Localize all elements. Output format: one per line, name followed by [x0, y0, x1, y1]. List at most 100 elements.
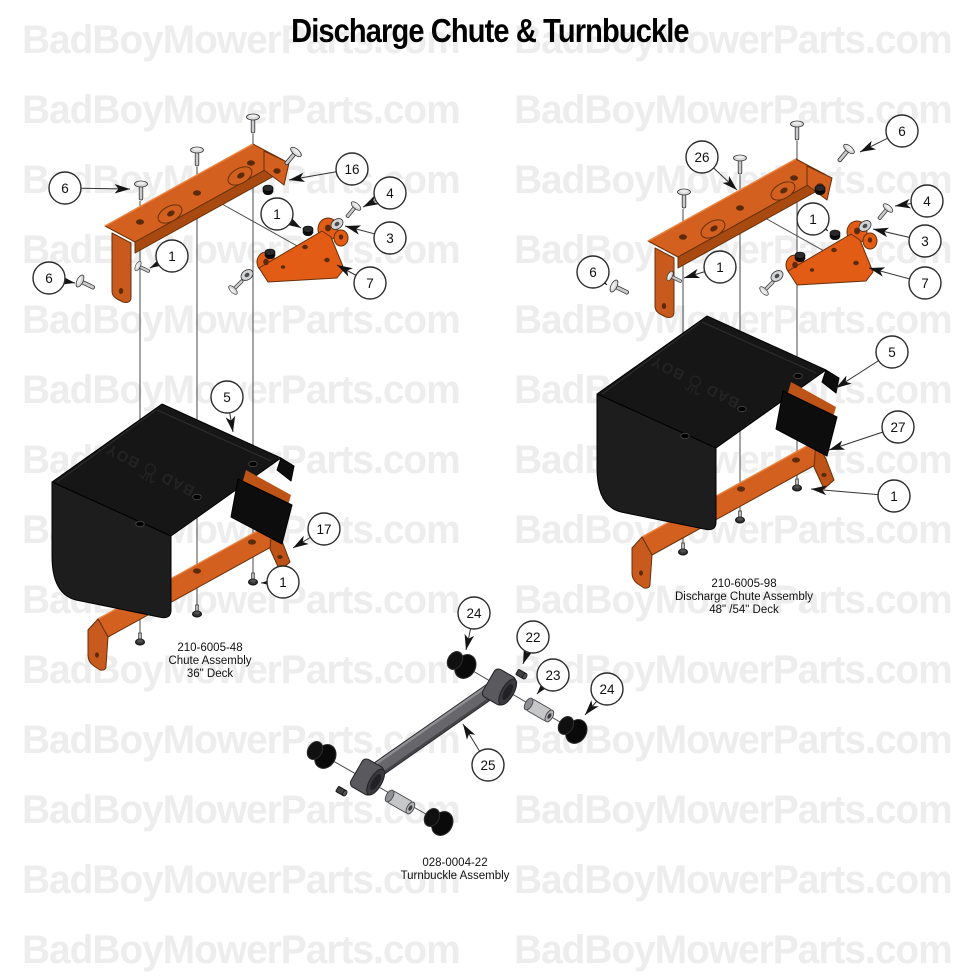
assembly-label-chute-36: Chute Assembly	[168, 655, 251, 667]
watermark-text: BadBoyMowerParts.com	[22, 928, 461, 972]
callout-number: 6	[45, 271, 53, 286]
callout-number: 3	[386, 231, 394, 246]
callout-circle	[373, 221, 407, 255]
callout-7: 7	[868, 266, 942, 300]
callout-circle	[590, 672, 624, 706]
callout-26: 26	[685, 140, 738, 191]
callout-16: 16	[288, 152, 369, 186]
callout-5: 5	[835, 335, 909, 389]
callout-number: 7	[366, 276, 374, 291]
assembly-label-chute-48-54: Discharge Chute Assembly	[675, 591, 813, 603]
callout-number: 6	[589, 265, 597, 280]
watermark-text: BadBoyMowerParts.com	[22, 18, 461, 62]
assembly-label-turnbuckle: 028-0004-22	[422, 857, 487, 869]
callout-number: 7	[921, 276, 929, 291]
callout-circle	[353, 266, 387, 300]
callout-circle	[457, 596, 491, 630]
callout-6: 6	[48, 171, 131, 205]
callout-number: 1	[168, 249, 176, 264]
watermark-text: BadBoyMowerParts.com	[514, 928, 953, 972]
callout-number: 27	[890, 420, 905, 435]
callout-4: 4	[362, 176, 407, 210]
callout-number: 1	[809, 212, 817, 227]
callout-3: 3	[872, 224, 942, 258]
callout-number: 4	[386, 186, 394, 201]
callout-number: 4	[923, 194, 931, 209]
callout-circle	[516, 620, 550, 654]
callout-number: 24	[466, 606, 482, 621]
callout-number: 1	[273, 207, 281, 222]
assembly-label-chute-36: 36" Deck	[187, 668, 234, 680]
watermark-text: BadBoyMowerParts.com	[514, 438, 953, 482]
callout-number: 6	[61, 181, 69, 196]
page-title: Discharge Chute & Turnbuckle	[291, 12, 689, 49]
callout-1: 1	[260, 197, 302, 231]
callout-circle	[335, 152, 369, 186]
callout-number: 1	[890, 489, 898, 504]
callout-circle	[877, 479, 911, 513]
callout-24: 24	[584, 672, 624, 716]
assembly-label-chute-48-54: 48" /54" Deck	[709, 604, 779, 616]
callout-number: 23	[545, 668, 560, 683]
callout-23: 23	[536, 658, 570, 695]
callout-5: 5	[210, 380, 244, 433]
callout-25: 25	[462, 723, 505, 782]
watermark-text: BadBoyMowerParts.com	[514, 648, 953, 692]
callout-1: 1	[683, 250, 737, 284]
callout-circle	[471, 748, 505, 782]
callout-number: 17	[316, 522, 331, 537]
assembly-chute-48-54	[596, 120, 895, 589]
callout-1: 1	[796, 202, 830, 236]
callout-circle	[875, 335, 909, 369]
callout-number: 16	[344, 162, 359, 177]
callout-circle	[155, 239, 189, 273]
callout-circle	[703, 250, 737, 284]
assembly-chute-36	[51, 113, 363, 671]
callout-circle	[307, 512, 341, 546]
callout-24: 24	[457, 596, 491, 651]
callout-number: 6	[898, 124, 906, 139]
callout-number: 22	[525, 630, 540, 645]
callout-number: 3	[921, 234, 929, 249]
watermark-text: BadBoyMowerParts.com	[514, 788, 953, 832]
watermark-text: BadBoyMowerParts.com	[514, 88, 953, 132]
callout-number: 26	[694, 150, 709, 165]
watermark-text: BadBoyMowerParts.com	[514, 578, 953, 622]
callout-circle	[885, 114, 919, 148]
watermark-text: BadBoyMowerParts.com	[514, 18, 953, 62]
callout-6: 6	[576, 255, 610, 289]
callout-circle	[908, 266, 942, 300]
callout-circle	[685, 140, 719, 174]
callout-circle	[210, 380, 244, 414]
callout-1: 1	[149, 239, 189, 273]
callout-circle	[266, 565, 300, 599]
callout-circle	[576, 255, 610, 289]
callout-number: 24	[599, 682, 615, 697]
watermark-text: BadBoyMowerParts.com	[22, 858, 461, 902]
callout-17: 17	[292, 512, 341, 549]
assembly-label-chute-48-54: 210-6005-98	[711, 578, 776, 590]
callout-6: 6	[32, 261, 76, 295]
callout-1: 1	[260, 565, 300, 599]
callout-4: 4	[894, 184, 944, 218]
callout-6: 6	[859, 114, 919, 153]
callout-22: 22	[516, 620, 550, 665]
watermark-text: BadBoyMowerParts.com	[514, 508, 953, 552]
callout-number: 25	[480, 758, 495, 773]
callout-circle	[536, 658, 570, 692]
callout-circle	[32, 261, 66, 295]
callout-circle	[881, 410, 915, 444]
callout-circle	[260, 197, 294, 231]
callout-27: 27	[828, 410, 915, 451]
callout-circle	[48, 171, 82, 205]
callout-number: 1	[716, 260, 724, 275]
callout-circle	[910, 184, 944, 218]
callout-circle	[796, 202, 830, 236]
callout-circle	[373, 176, 407, 210]
assembly-label-turnbuckle: Turnbuckle Assembly	[401, 870, 510, 882]
callout-circle	[908, 224, 942, 258]
callout-1: 1	[810, 479, 911, 513]
watermark-text: BadBoyMowerParts.com	[22, 88, 461, 132]
callout-number: 1	[279, 575, 287, 590]
